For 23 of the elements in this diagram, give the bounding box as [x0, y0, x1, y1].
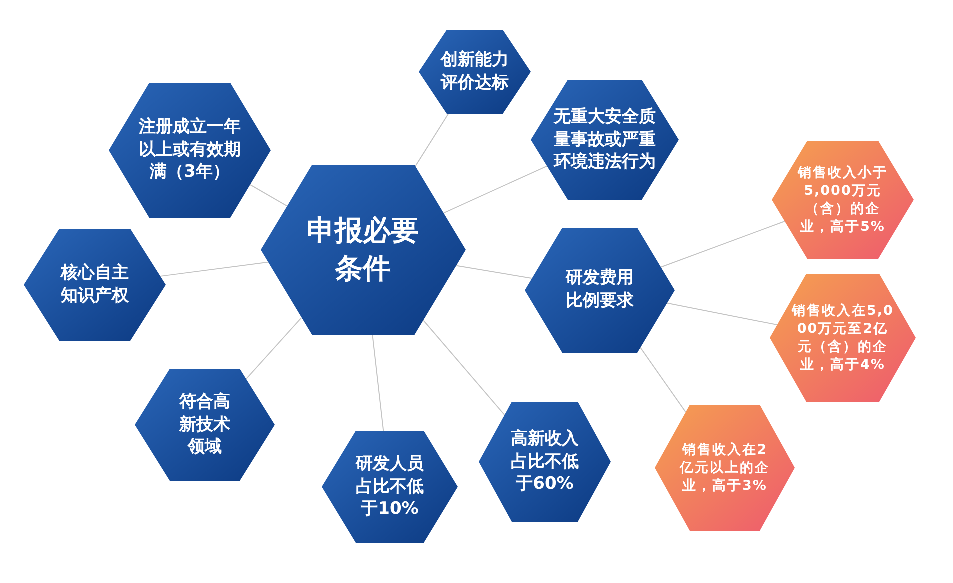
- connector-line: [372, 334, 384, 432]
- connector-line: [640, 347, 686, 413]
- connector-line: [422, 320, 506, 416]
- hexagon-node: 销售收入在5,000万元至2亿元（含）的企业，高于4%: [770, 274, 916, 402]
- hexagon-node: 销售收入小于5,000万元（含）的企业，高于5%: [772, 141, 914, 259]
- hexagon-node: 研发人员占比不低于10%: [322, 431, 458, 543]
- connector-line: [660, 221, 786, 268]
- hexagon-node: 创新能力评价达标: [419, 30, 531, 114]
- connector-line: [666, 302, 778, 326]
- connector-line: [246, 318, 302, 380]
- hexagon-node: 申报必要条件: [260, 165, 466, 335]
- connector-line: [250, 184, 288, 207]
- connector-line: [414, 114, 450, 168]
- connector-line: [160, 262, 268, 277]
- connector-line: [442, 166, 548, 214]
- hexagon-node: 符合高新技术领域: [135, 369, 275, 481]
- hexagon-node: 销售收入在2亿元以上的企业，高于3%: [655, 405, 795, 531]
- hexagon-node: 核心自主知识产权: [24, 229, 166, 341]
- hexagon-node: 注册成立一年以上或有效期满（3年）: [109, 82, 271, 218]
- hexagon-node: 无重大安全质量事故或严重环境违法行为: [531, 80, 679, 200]
- hexagon-node: 高新收入占比不低于60%: [479, 402, 611, 522]
- hexagon-node: 研发费用比例要求: [525, 228, 675, 352]
- connector-line: [456, 265, 532, 279]
